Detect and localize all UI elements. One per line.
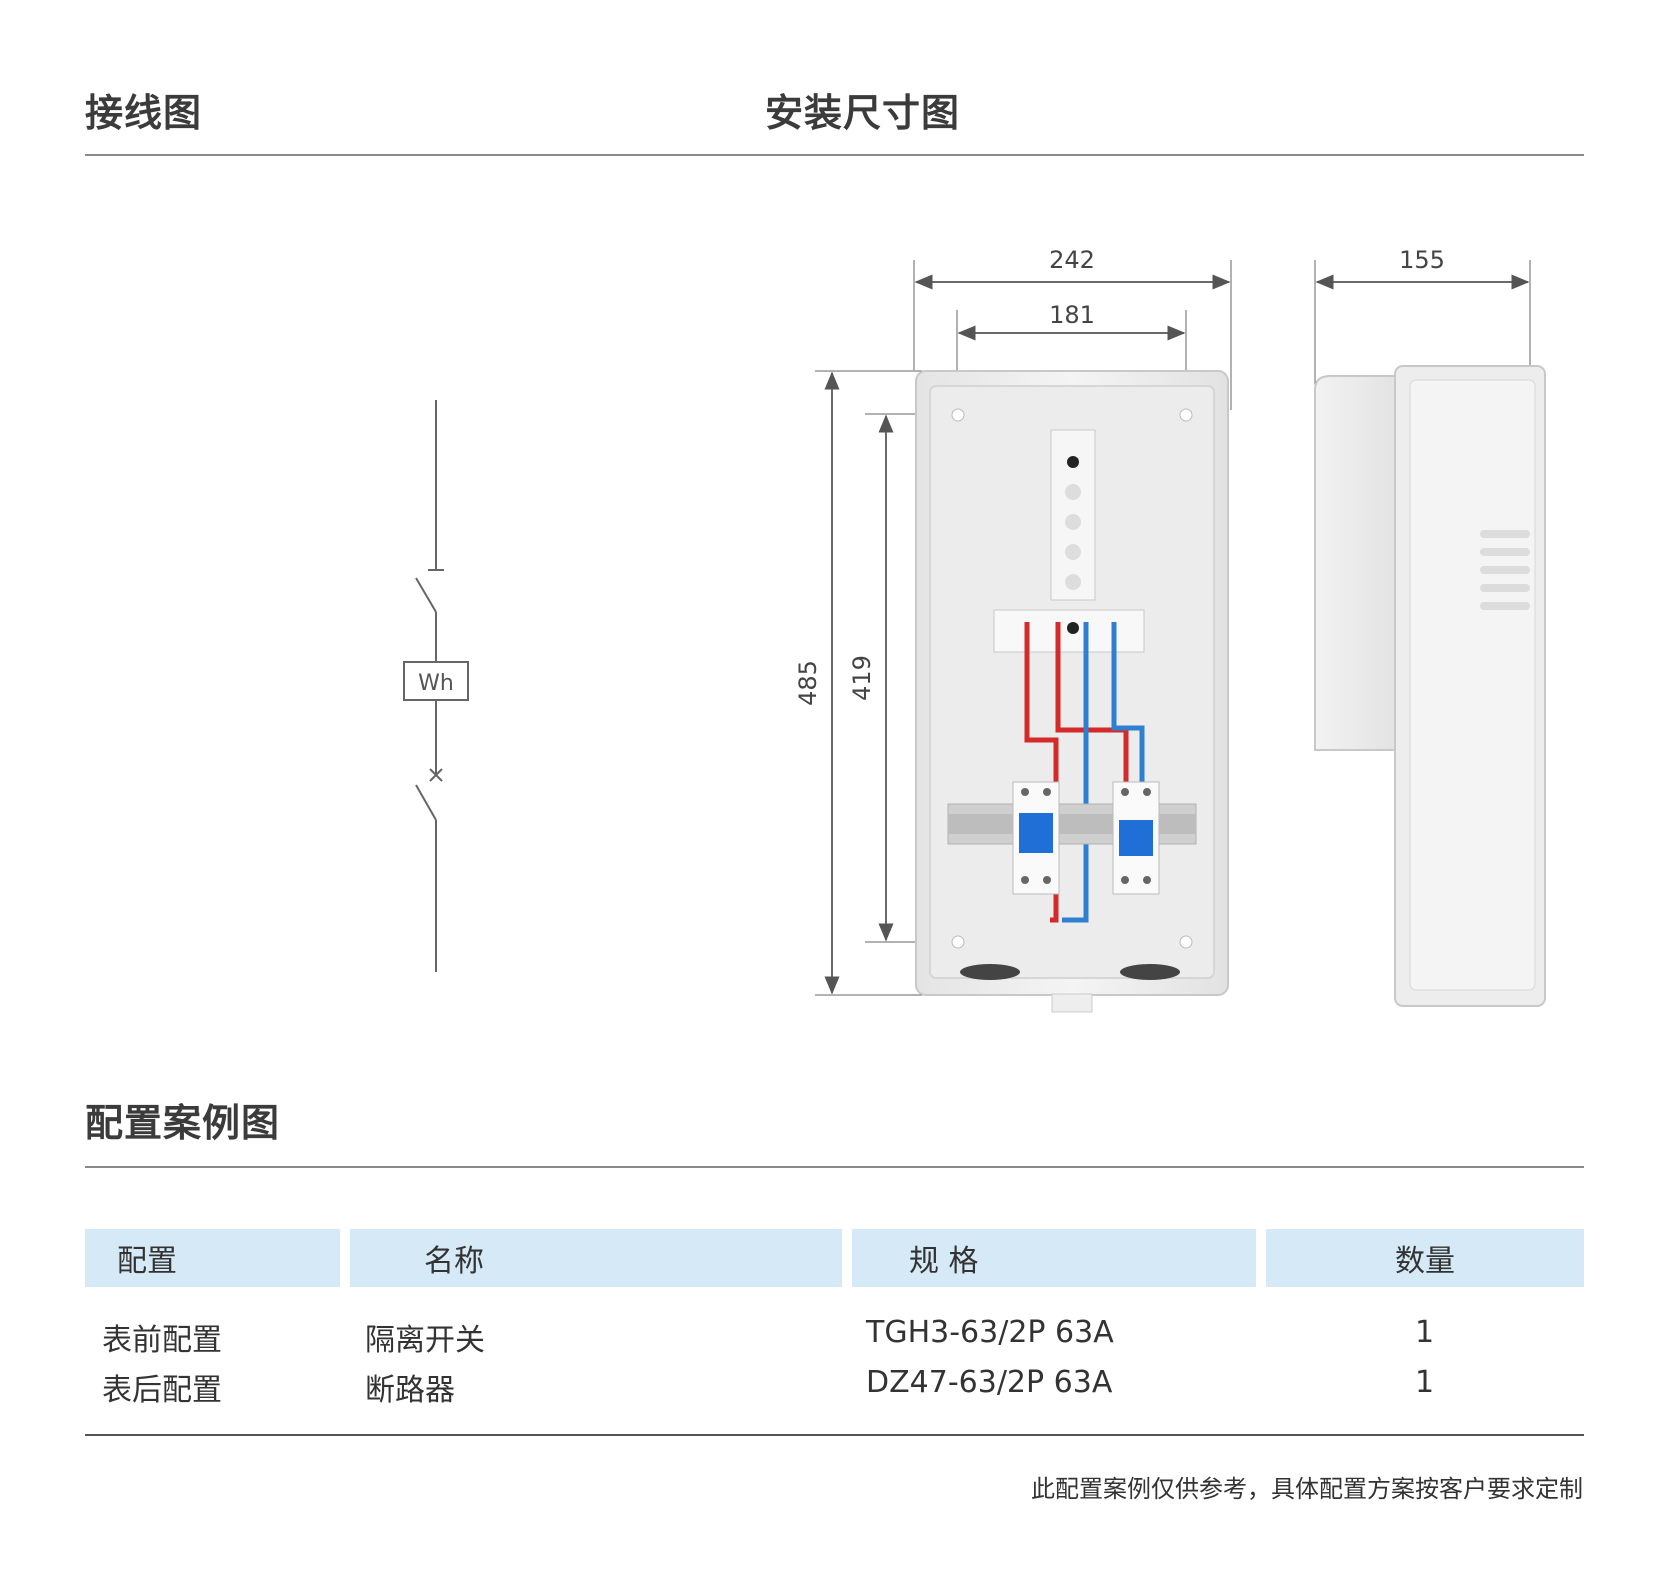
- mount-hole-bottom-left: [951, 935, 965, 949]
- breaker-cross-b: [429, 768, 443, 782]
- meter-label: Wh: [418, 671, 454, 696]
- wire-red-1: [1024, 622, 1059, 923]
- row-config: 表后配置: [102, 1373, 222, 1408]
- config-example-title: 配置案例图: [85, 1101, 281, 1145]
- dim-label-155: 155: [1399, 246, 1445, 274]
- dim-label-242: 242: [1049, 246, 1095, 274]
- bottom-tab: [1051, 993, 1093, 1013]
- meter-box: [403, 661, 469, 701]
- wiring-diagram-title: 接线图: [85, 91, 203, 135]
- isolator-handle: [1019, 813, 1053, 853]
- row-config: 表前配置: [102, 1323, 222, 1358]
- row-name: 断路器: [365, 1373, 455, 1408]
- breaker-switch-blade: [415, 784, 437, 821]
- row-spec: TGH3-63/2P 63A: [866, 1315, 1114, 1350]
- mount-hole-top-right: [1179, 408, 1193, 422]
- table-header-spec: 规 格: [852, 1229, 1256, 1287]
- row-name: 隔离开关: [365, 1323, 485, 1358]
- table-header-config: 配置: [85, 1229, 340, 1287]
- bracket-screw: [1067, 456, 1079, 468]
- row-qty: 1: [1415, 1315, 1435, 1350]
- breaker-handle: [1119, 820, 1153, 856]
- side-vent: [1480, 530, 1530, 538]
- disclaimer-note: 此配置案例仅供参考，具体配置方案按客户要求定制: [1031, 1475, 1583, 1503]
- table-header-name: 名称: [350, 1229, 842, 1287]
- mount-hole-top-left: [951, 408, 965, 422]
- wire-red-2: [1055, 622, 1129, 790]
- table-header-qty: 数量: [1266, 1229, 1584, 1287]
- cable-entry-right: [1120, 964, 1180, 980]
- dim-label-181: 181: [1049, 301, 1095, 329]
- install-dimension-drawing: 242 181 155 485 419: [794, 246, 1546, 1013]
- row-spec: DZ47-63/2P 63A: [866, 1365, 1113, 1400]
- config-divider: [85, 1166, 1584, 1168]
- mount-hole-bottom-right: [1179, 935, 1193, 949]
- cable-entry-left: [960, 964, 1020, 980]
- top-divider: [85, 154, 1584, 156]
- install-dimension-title: 安装尺寸图: [765, 91, 961, 135]
- dim-label-419: 419: [848, 655, 876, 701]
- wiring-diagram: Wh: [403, 400, 469, 972]
- table-bottom-rule: [85, 1434, 1584, 1436]
- row-qty: 1: [1415, 1365, 1435, 1400]
- wire-blue-2: [1111, 622, 1145, 790]
- wire-blue-1: [1062, 622, 1089, 923]
- dim-label-485: 485: [794, 660, 822, 706]
- isolator-switch-blade: [415, 577, 437, 613]
